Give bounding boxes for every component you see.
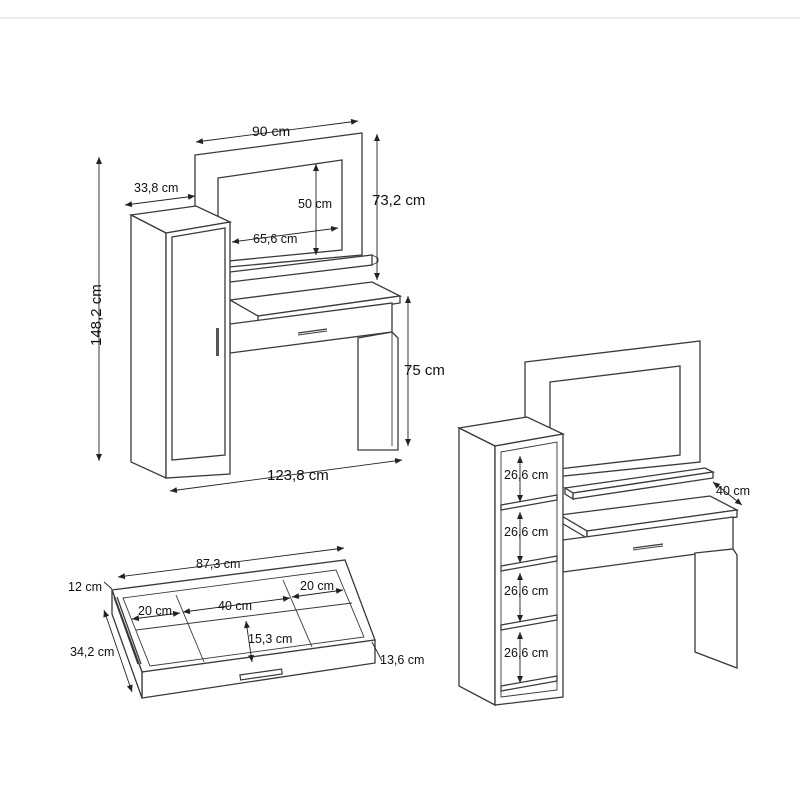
mirror-glass: [217, 159, 343, 263]
shelf-view-drawing: [456, 340, 740, 707]
dim-cabinet-depth-line: [124, 193, 196, 208]
dim-compartment-middle: 40 cm: [218, 599, 252, 613]
shelf-board-4: [500, 675, 558, 692]
dim-compartment-left: 20 cm: [138, 604, 172, 618]
shelf-board-3: [500, 614, 558, 631]
dim-drawer-length: 87,3 cm: [196, 557, 240, 571]
dim-drawer-height: 12 cm: [68, 580, 102, 594]
shelf-height-2: 26,6 cm: [504, 525, 548, 539]
shelf-height-4: 26,6 cm: [504, 646, 548, 660]
shelf-board-2: [500, 555, 558, 572]
drawer-divider-long: [135, 602, 353, 631]
cabinet-side: [130, 213, 167, 480]
drawer-box-handle: [239, 668, 283, 681]
dim-total-width: 123,8 cm: [267, 467, 329, 484]
shelf-view-table-leg: [694, 548, 738, 669]
dim-compartment-left-line: [131, 610, 181, 622]
dim-cabinet-depth: 33,8 cm: [134, 181, 178, 195]
drawer-handle: [297, 328, 328, 334]
dim-table-depth-line: [712, 481, 743, 506]
cabinet-door-handle: [216, 328, 219, 356]
shelf-view-drawer-handle: [632, 543, 664, 549]
drawer-view-drawing: [111, 559, 376, 699]
dim-compartment-right-line: [291, 587, 344, 600]
shelf-view-mirror-glass: [549, 365, 681, 471]
dim-drawer-depth: 34,2 cm: [70, 645, 114, 659]
dim-mirror-inner-height: 50 cm: [298, 197, 332, 211]
dim-drawer-length-line: [117, 545, 345, 580]
dim-table-depth: 40 cm: [716, 484, 750, 498]
dim-compartment-middle-line: [182, 595, 291, 615]
cabinet-door: [171, 227, 226, 461]
dim-compartment-depth-line: [244, 620, 254, 663]
dim-width-top: 90 cm: [252, 123, 290, 139]
dim-drawer-front-depth: 13,6 cm: [380, 653, 424, 667]
shelf-tower-side: [458, 426, 496, 707]
shelf-height-1: 26,6 cm: [504, 468, 548, 482]
drawer-box-inner: [122, 569, 365, 667]
dim-compartment-right: 20 cm: [300, 579, 334, 593]
dim-compartment-depth: 15,3 cm: [248, 632, 292, 646]
shelf-height-3: 26,6 cm: [504, 584, 548, 598]
dim-mirror-inner-width: 65,6 cm: [253, 232, 297, 246]
dim-mirror-inner-width-line: [231, 225, 339, 245]
dim-drawer-depth-line: [103, 609, 133, 693]
dim-table-height: 75 cm: [404, 362, 445, 379]
dim-mirror-outer-height: 73,2 cm: [372, 192, 425, 209]
dim-total-width-line: [169, 457, 403, 494]
dim-width-top-line: [195, 118, 359, 145]
shelf-board-1: [500, 494, 558, 511]
dim-total-height: 148,2 cm: [88, 284, 105, 346]
